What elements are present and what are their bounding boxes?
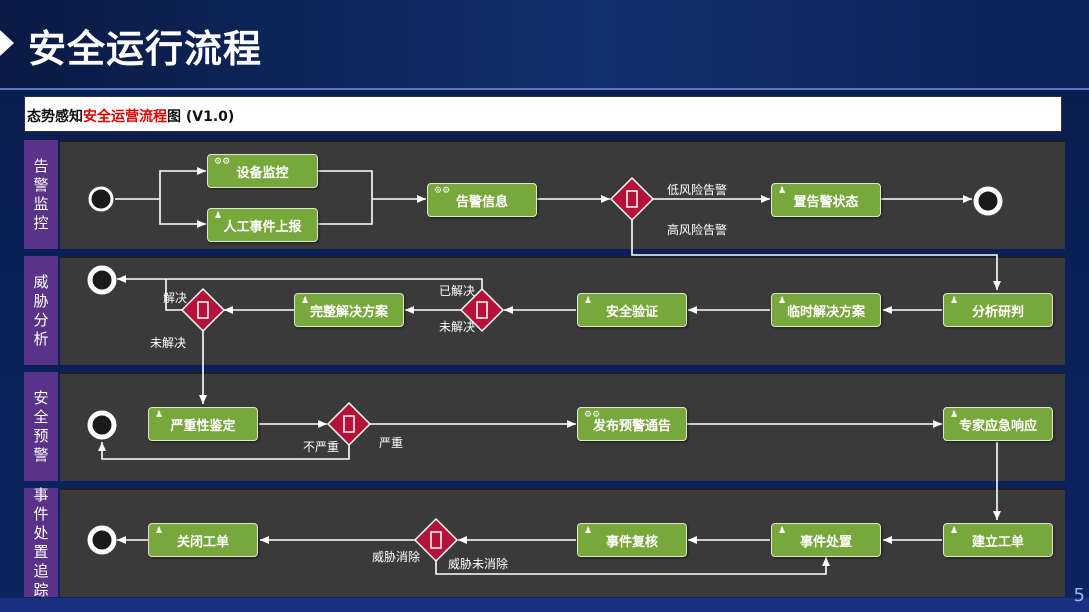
user-icon: ♟ xyxy=(584,526,593,536)
edge-resolved-2 xyxy=(165,279,182,311)
end-event-alert xyxy=(973,186,1003,216)
header-bar xyxy=(0,0,1089,88)
user-icon: ♟ xyxy=(155,410,164,420)
label-low-risk: 低风险告警 xyxy=(667,183,728,197)
edge-to-manual-report xyxy=(159,199,206,228)
task-temp-solution[interactable]: ♟临时解决方案 xyxy=(771,293,881,327)
label-resolved-2: 解决 xyxy=(163,291,188,305)
header-divider xyxy=(0,88,1089,90)
title-highlight: 安全运营流程 xyxy=(83,109,167,125)
user-icon: ♟ xyxy=(778,296,787,306)
user-icon: ♟ xyxy=(950,296,959,306)
edge-resolved-1 xyxy=(117,275,483,290)
gateway-risk-level xyxy=(609,176,655,222)
label-not-severe: 不严重 xyxy=(303,440,340,454)
title-suffix: 图 (V1.0) xyxy=(167,109,235,125)
user-icon: ♟ xyxy=(584,296,593,306)
label-high-risk: 高风险告警 xyxy=(667,223,728,237)
diagram-title-box: 态势感知安全运营流程图 (V1.0) xyxy=(24,96,1062,132)
task-full-solution[interactable]: ♟完整解决方案 xyxy=(294,293,404,327)
lane-label-alert-monitor: 告警监控 xyxy=(24,140,58,249)
end-event-warning xyxy=(87,410,117,440)
header-arrow-icon xyxy=(0,30,14,56)
lane-label-incident-tracking: 事件处置追踪 xyxy=(24,486,58,599)
label-resolved-1: 已解决 xyxy=(439,284,476,298)
task-manual-report[interactable]: ♟人工事件上报 xyxy=(207,208,318,242)
task-set-alert-status[interactable]: ♟置告警状态 xyxy=(771,183,881,217)
edge-device-monitor-merge xyxy=(318,170,373,199)
user-icon: ♟ xyxy=(950,526,959,536)
end-event-incident xyxy=(87,525,117,555)
task-event-handle[interactable]: ♟事件处置 xyxy=(771,523,881,557)
task-create-ticket[interactable]: ♟建立工单 xyxy=(943,523,1053,557)
title-prefix: 态势感知 xyxy=(27,109,83,125)
edge-high-risk xyxy=(631,220,1001,290)
label-threat-not-cleared: 威胁未消除 xyxy=(448,557,509,571)
task-analysis[interactable]: ♟分析研判 xyxy=(943,293,1053,327)
label-unresolved-1: 未解决 xyxy=(439,320,476,334)
diagram-title: 态势感知安全运营流程图 (V1.0) xyxy=(27,106,234,126)
user-icon: ♟ xyxy=(778,186,787,196)
label-unresolved-2: 未解决 xyxy=(150,336,187,350)
task-publish-warning[interactable]: ⚙⚙发布预警通告 xyxy=(577,407,687,441)
task-alert-info[interactable]: ⚙⚙告警信息 xyxy=(427,183,537,217)
user-icon: ♟ xyxy=(155,526,164,536)
label-threat-cleared: 威胁消除 xyxy=(372,550,421,564)
user-icon: ♟ xyxy=(778,526,787,536)
end-event-analysis xyxy=(87,265,117,295)
task-event-review[interactable]: ♟事件复核 xyxy=(577,523,687,557)
user-icon: ♟ xyxy=(950,410,959,420)
page-title: 安全运行流程 xyxy=(28,27,263,71)
start-event xyxy=(88,186,114,212)
gear-icon: ⚙⚙ xyxy=(434,186,451,196)
gateway-threat xyxy=(413,517,459,563)
task-expert-response[interactable]: ♟专家应急响应 xyxy=(943,407,1053,441)
edge-to-device-monitor xyxy=(159,167,206,199)
page-number: 5 xyxy=(1073,585,1085,606)
edge-manual-report-merge xyxy=(318,199,373,225)
lane-label-threat-analysis: 威胁分析 xyxy=(24,256,58,365)
gateway-verify-result xyxy=(459,287,505,333)
label-severe: 严重 xyxy=(379,436,404,450)
gear-icon: ⚙⚙ xyxy=(214,157,231,167)
task-severity[interactable]: ♟严重性鉴定 xyxy=(148,407,258,441)
task-security-verify[interactable]: ♟安全验证 xyxy=(577,293,687,327)
gear-icon: ⚙⚙ xyxy=(584,410,601,420)
footer-bar xyxy=(0,598,1089,612)
gateway-solution-result xyxy=(180,287,226,333)
task-device-monitor[interactable]: ⚙⚙设备监控 xyxy=(207,154,318,188)
task-close-ticket[interactable]: ♟关闭工单 xyxy=(148,523,258,557)
lane-label-security-warning: 安全预警 xyxy=(24,372,58,481)
edge-not-severe xyxy=(98,442,350,460)
user-icon: ♟ xyxy=(301,296,310,306)
user-icon: ♟ xyxy=(214,211,223,221)
edge-threat-not-cleared xyxy=(435,557,830,575)
gateway-severity xyxy=(326,401,372,447)
